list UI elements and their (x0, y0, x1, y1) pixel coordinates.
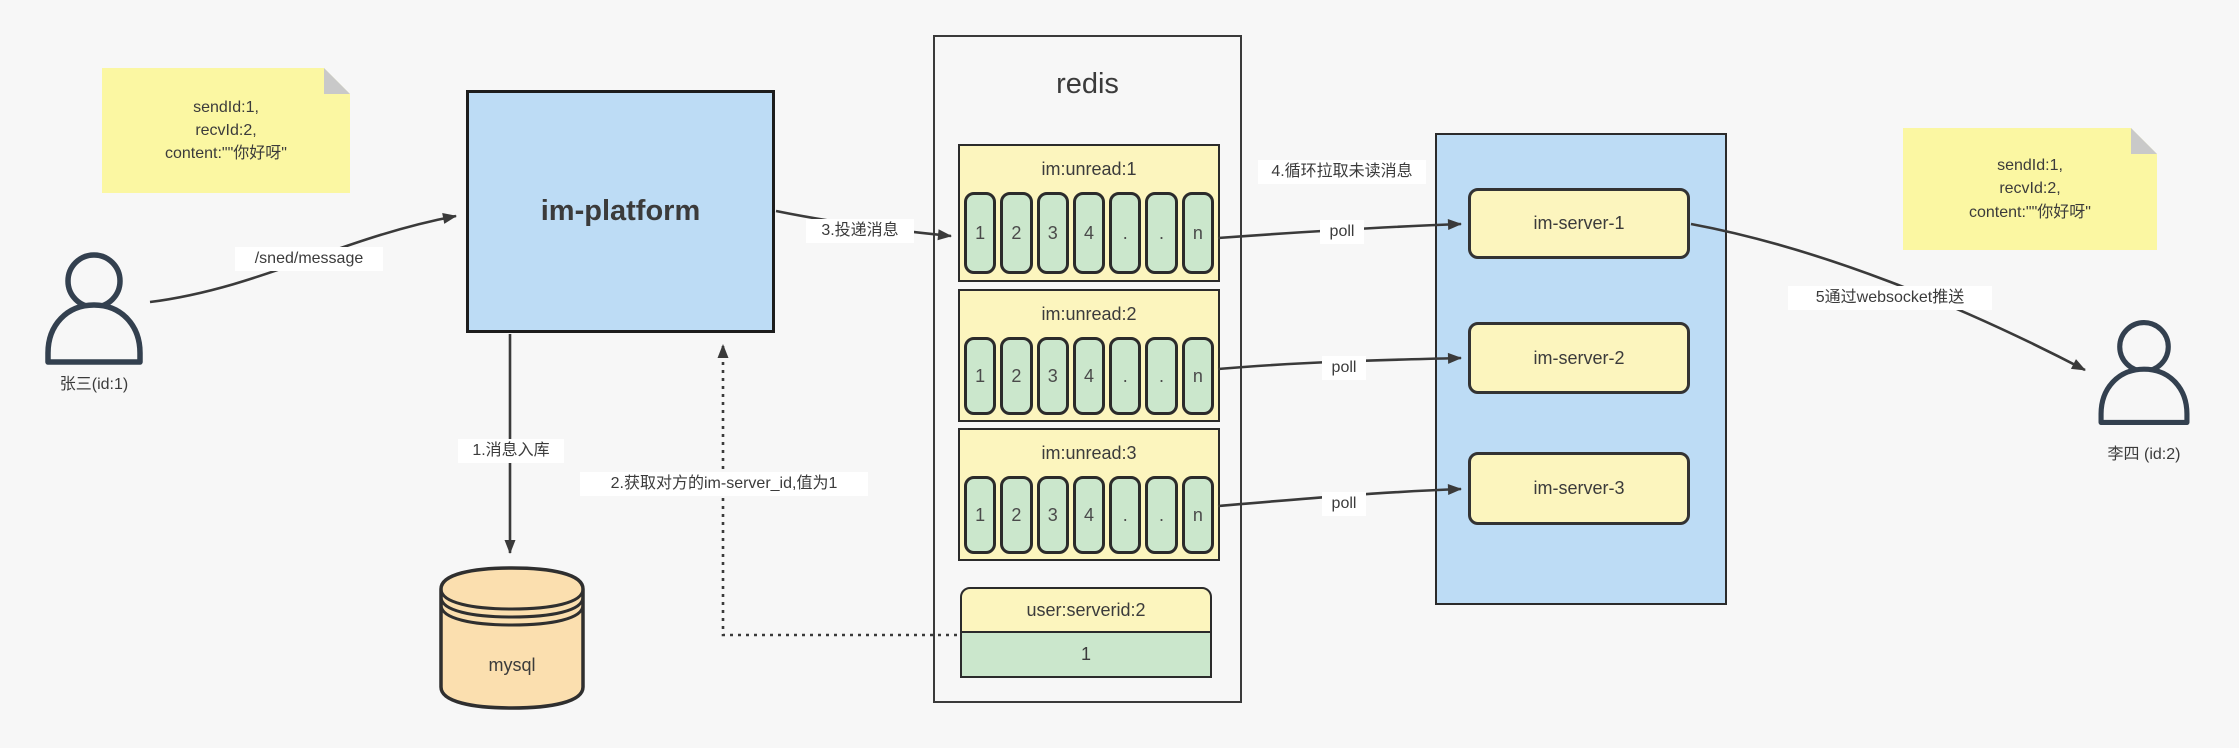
redis-queue-unread-1: im:unread:1 1 2 3 4 . . n (958, 144, 1220, 282)
im-server-label: im-server-3 (1533, 478, 1625, 498)
queue-cell: . (1109, 192, 1142, 274)
redis-queue-unread-3: im:unread:3 1 2 3 4 . . n (958, 428, 1220, 561)
user-icon-lisi (2098, 319, 2190, 425)
redis-kv-header: user:serverid:2 (960, 587, 1212, 633)
edge-label-step4: 4.循环拉取未读消息 (1258, 160, 1426, 184)
redis-kv-value: 1 (960, 633, 1212, 678)
queue-cells: 1 2 3 4 . . n (960, 476, 1218, 554)
im-platform-label: im-platform (540, 195, 701, 227)
queue-cells: 1 2 3 4 . . n (960, 337, 1218, 415)
edge-label-send: /sned/message (235, 247, 383, 271)
queue-cell: 3 (1036, 337, 1069, 415)
mysql-database-icon (439, 566, 585, 710)
queue-cell: 4 (1072, 476, 1106, 554)
queue-cell: n (1181, 476, 1214, 554)
note-line: recvId:2, (195, 121, 257, 139)
note-line: sendId:1, (193, 98, 259, 116)
queue-cell: . (1145, 476, 1178, 554)
note-line: content:""你好呀" (1969, 203, 2091, 221)
message-note-right: sendId:1, recvId:2, content:""你好呀" (1903, 128, 2157, 250)
queue-cell: . (1109, 337, 1142, 415)
note-line: content:""你好呀" (165, 145, 287, 163)
queue-cell: 4 (1072, 337, 1106, 415)
queue-header: im:unread:3 (1041, 442, 1137, 463)
edge-label-poll-1: poll (1320, 220, 1364, 244)
queue-cell: 3 (1036, 192, 1069, 274)
queue-cell: 1 (964, 337, 997, 415)
queue-cell: . (1145, 337, 1178, 415)
queue-cells: 1 2 3 4 . . n (960, 192, 1218, 274)
im-server-3-box: im-server-3 (1468, 452, 1690, 525)
queue-cell: 4 (1072, 192, 1106, 274)
queue-cell: 3 (1036, 476, 1069, 554)
queue-cell: n (1181, 192, 1214, 274)
message-note-left: sendId:1, recvId:2, content:""你好呀" (102, 68, 350, 193)
note-line: recvId:2, (1999, 180, 2061, 198)
edge-label-step3: 3.投递消息 (806, 219, 914, 243)
im-server-2-box: im-server-2 (1468, 322, 1690, 394)
redis-queue-unread-2: im:unread:2 1 2 3 4 . . n (958, 289, 1220, 422)
queue-header: im:unread:2 (1041, 303, 1137, 324)
mysql-label: mysql (488, 655, 536, 675)
user-icon-zhangsan (45, 252, 143, 365)
edge-label-step2: 2.获取对方的im-server_id,值为1 (580, 472, 868, 496)
edge-label-step1: 1.消息入库 (458, 439, 564, 463)
edge-label-poll-2: poll (1322, 356, 1366, 380)
note-fold-icon (2131, 128, 2157, 154)
actor-label-zhangsan: 张三(id:1) (59, 376, 129, 393)
queue-cell: 2 (1000, 476, 1033, 554)
redis-title: redis (1056, 68, 1119, 100)
queue-cell: 1 (964, 476, 997, 554)
edge-label-step5: 5通过websocket推送 (1788, 286, 1992, 310)
queue-cell: 2 (1000, 337, 1033, 415)
actor-label-lisi: 李四 (id:2) (2107, 446, 2181, 463)
queue-header: im:unread:1 (1041, 158, 1137, 179)
note-fold-icon (324, 68, 350, 94)
queue-cell: n (1181, 337, 1214, 415)
note-line: sendId:1, (1997, 157, 2063, 175)
im-server-1-box: im-server-1 (1468, 188, 1690, 259)
queue-cell: . (1145, 192, 1178, 274)
queue-cell: 2 (1000, 192, 1033, 274)
im-platform-box: im-platform (466, 90, 775, 333)
queue-cell: . (1109, 476, 1142, 554)
im-server-label: im-server-2 (1533, 347, 1625, 368)
edge-label-poll-3: poll (1322, 492, 1366, 516)
im-server-label: im-server-1 (1533, 213, 1625, 233)
queue-cell: 1 (964, 192, 997, 274)
